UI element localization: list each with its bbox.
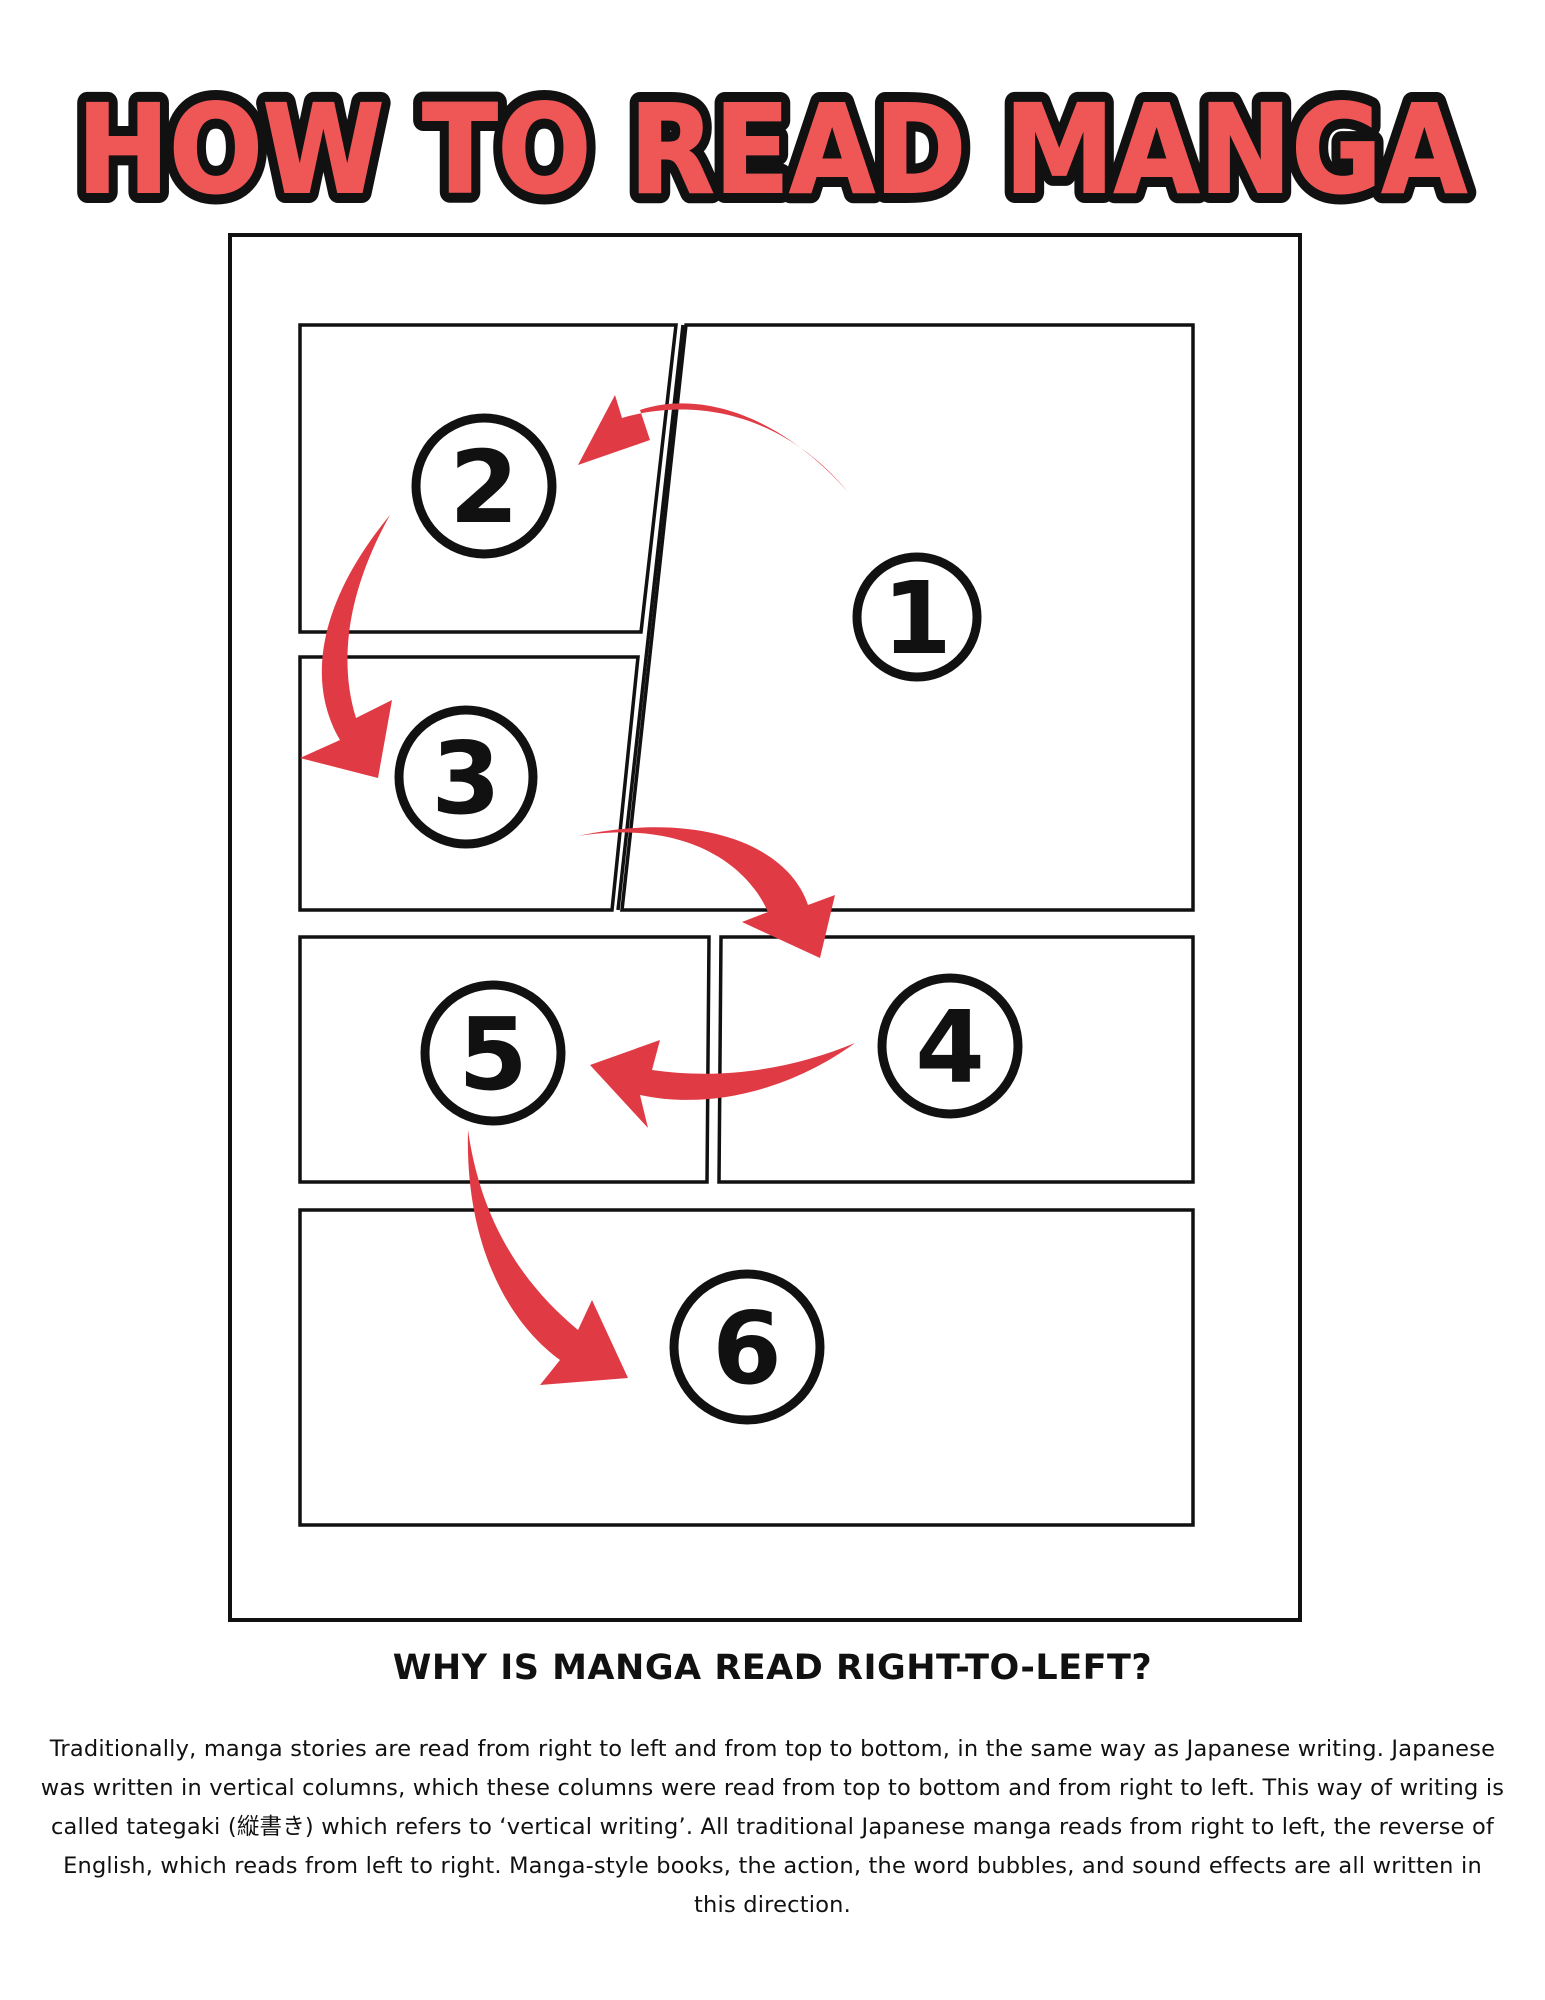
page-title-text: HOW TO READ MANGA: [77, 80, 1467, 220]
panel-3-number: 3: [431, 720, 501, 837]
panel-1: [620, 323, 1195, 912]
panel-6: [298, 1208, 1195, 1527]
panel-6-badge: [669, 1269, 825, 1425]
arrow-5-to-6: [467, 1130, 628, 1385]
page-title-outline: HOW TO READ MANGA: [77, 80, 1467, 220]
page-title: HOW TO READ MANGA HOW TO READ MANGA: [0, 80, 1545, 220]
panel-5-number: 5: [458, 996, 528, 1113]
arrow-3-to-4: [578, 827, 835, 958]
body-paragraph: Traditionally, manga stories are read fr…: [40, 1736, 1505, 1918]
panel-4: [717, 935, 1195, 1184]
panel-5: [298, 935, 711, 1184]
page-outline: [228, 233, 1302, 1622]
panel-1-badge: [852, 552, 982, 682]
arrow-1-to-2: [578, 395, 848, 492]
panel-2: [298, 323, 678, 634]
section-heading: WHY IS MANGA READ RIGHT-TO-LEFT?: [392, 1648, 1153, 1688]
panel-4-number: 4: [915, 989, 985, 1106]
panel-2-badge: [411, 413, 557, 559]
panel-2-number: 2: [449, 429, 519, 546]
panel-3-badge: [394, 705, 538, 849]
panel-3: [298, 655, 640, 912]
gutter-line: [616, 324, 685, 911]
panel-1-number: 1: [882, 560, 952, 677]
panel-5-badge: [420, 980, 566, 1126]
arrow-2-to-3: [300, 515, 392, 778]
arrow-4-to-5: [590, 1040, 855, 1128]
panel-4-badge: [877, 973, 1023, 1119]
panel-6-number: 6: [712, 1290, 782, 1407]
